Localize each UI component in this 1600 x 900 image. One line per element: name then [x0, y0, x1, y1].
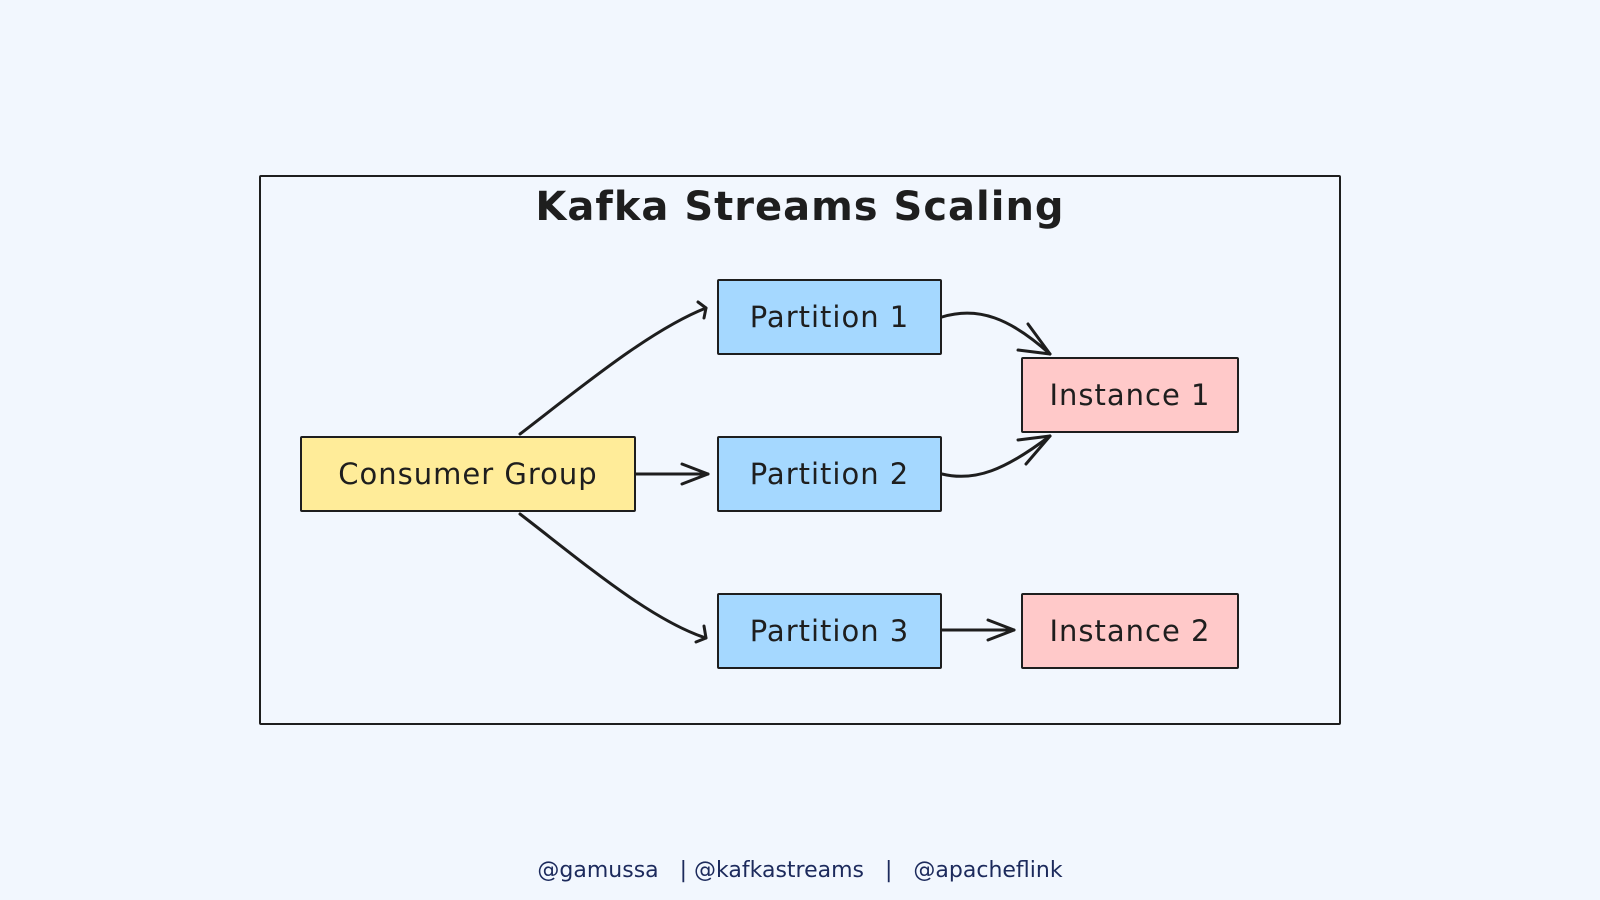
consumer-group-node: Consumer Group: [300, 436, 636, 512]
instance-2-node: Instance 2: [1021, 593, 1239, 669]
edge-consumer-to-partition-3: [518, 512, 708, 644]
partition-2-label: Partition 2: [749, 457, 910, 491]
consumer-group-label: Consumer Group: [338, 457, 598, 491]
partition-3-node: Partition 3: [717, 593, 942, 669]
edge-consumer-to-partition-2: [634, 462, 710, 486]
instance-1-label: Instance 1: [1049, 378, 1211, 412]
edge-partition-3-to-instance-2: [940, 618, 1016, 642]
instance-1-node: Instance 1: [1021, 357, 1239, 433]
partition-1-label: Partition 1: [749, 300, 910, 334]
footer-separator: |: [679, 858, 688, 883]
footer-separator: |: [885, 858, 893, 883]
edge-consumer-to-partition-1: [518, 300, 708, 436]
footer-handles: @gamussa | @kafkastreams | @apacheflink: [0, 858, 1600, 883]
footer-handle-kafkastreams: @kafkastreams: [694, 858, 865, 883]
diagram-title: Kafka Streams Scaling: [535, 184, 1065, 230]
edge-partition-1-to-instance-1: [940, 311, 1052, 356]
footer-handle-apacheflink: @apacheflink: [913, 858, 1063, 883]
edge-partition-2-to-instance-1: [940, 434, 1052, 478]
partition-2-node: Partition 2: [717, 436, 942, 512]
footer-handle-gamussa: @gamussa: [537, 858, 659, 883]
partition-1-node: Partition 1: [717, 279, 942, 355]
instance-2-label: Instance 2: [1049, 614, 1211, 648]
diagram-frame: [259, 175, 1341, 725]
partition-3-label: Partition 3: [749, 614, 910, 648]
